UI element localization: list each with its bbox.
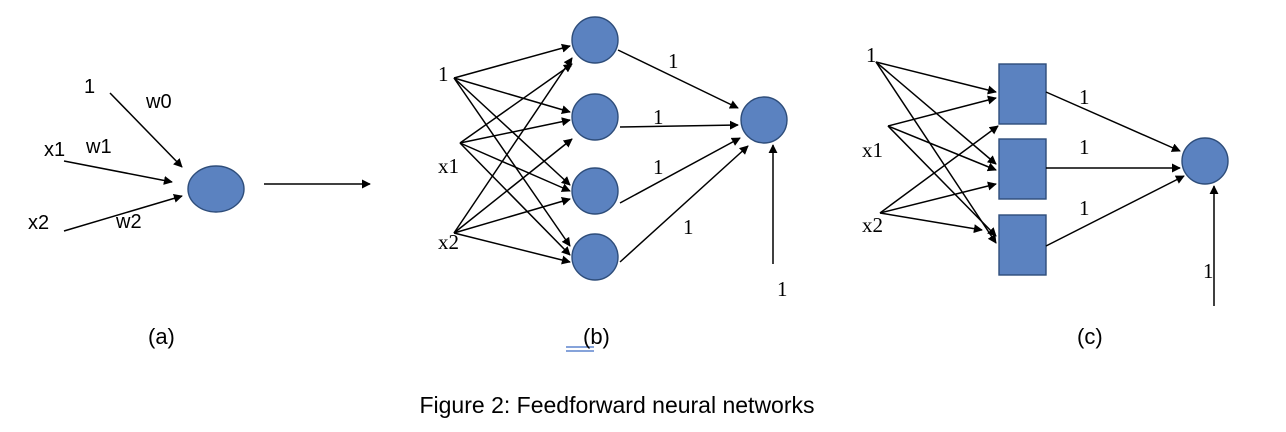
- panel-b-edge-x2-h3: [453, 196, 571, 234]
- panel-b-weight-4: 1: [683, 215, 694, 239]
- panel-c-input-1: 1: [866, 43, 877, 67]
- panel-a-weight-w2: w2: [115, 211, 142, 233]
- panel-a-label: (a): [148, 324, 175, 349]
- panel-c-input-x1: x1: [862, 138, 883, 162]
- panel-b-edge-x2-h4: [453, 232, 571, 265]
- panel-b-edge-h3-out: [619, 137, 741, 204]
- panel-a-edge-w1: [63, 160, 173, 185]
- figure-caption: Figure 2: Feedforward neural networks: [419, 392, 814, 418]
- panel-b-hidden-node-4: [571, 233, 619, 281]
- panel-b-edge-1-h2: [453, 77, 571, 115]
- panel-b-edge-x2-h2: [453, 138, 573, 234]
- panel-a: 1 w0 x1 w1 x2 w2 (a): [28, 76, 371, 349]
- panel-a-edge-w2: [63, 193, 183, 232]
- panel-b-edge-h1-out: [617, 49, 739, 109]
- panel-c-weight-3: 1: [1079, 196, 1090, 220]
- panel-b-edge-1-h4: [453, 77, 571, 247]
- panel-c-hidden-unit-1: [998, 63, 1047, 125]
- panel-b-edge-x1-h1: [459, 63, 573, 144]
- panel-b-weight-3: 1: [653, 155, 664, 179]
- panel-b-hidden-node-2: [571, 93, 619, 141]
- panel-c-edge-x2-h3: [879, 212, 983, 234]
- panel-b-input-1: 1: [438, 62, 449, 86]
- panel-c-edge-x2-h2: [879, 181, 997, 214]
- panel-b-edge-x1-h4: [459, 142, 571, 256]
- panel-b-bias-label: 1: [777, 277, 788, 301]
- panel-b-edge-x1-h2: [459, 117, 571, 144]
- panel-b-weight-2: 1: [653, 105, 664, 129]
- panel-b-edge-x2-h1: [453, 57, 573, 234]
- panel-b-output-node: [740, 96, 788, 144]
- panel-c-bias-label: 1: [1203, 259, 1214, 283]
- panel-a-weight-w1: w1: [85, 136, 112, 158]
- panel-b-edge-x1-h3: [459, 142, 571, 192]
- panel-a-input-1: 1: [84, 76, 95, 98]
- panel-c-input-x2: x2: [862, 213, 883, 237]
- panel-c-edge-1-h1: [875, 61, 997, 95]
- panel-a-edge-w0: [109, 92, 183, 168]
- panel-c-edge-h1-out: [1045, 91, 1181, 152]
- panel-c-hidden-unit-3: [998, 214, 1047, 276]
- panel-b-edge-h2-out: [619, 120, 739, 130]
- panel-c-hidden-unit-2: [998, 138, 1047, 200]
- panel-c-weight-2: 1: [1079, 135, 1090, 159]
- panel-c-label: (c): [1077, 324, 1103, 349]
- panel-b-label: (b): [583, 324, 610, 349]
- panel-c-input-edges: [875, 61, 999, 244]
- panel-b-hidden-node-3: [571, 167, 619, 215]
- panel-b-edge-h4-out: [619, 145, 749, 263]
- panel-c-weight-1: 1: [1079, 85, 1090, 109]
- panel-a-weight-w0: w0: [145, 91, 172, 113]
- panel-a-neuron: [187, 165, 245, 213]
- panel-c-edge-h3-out: [1045, 175, 1185, 247]
- panel-b-weight-1: 1: [668, 49, 679, 73]
- panel-b-input-x1: x1: [438, 154, 459, 178]
- panel-c-edge-x1-h3: [887, 125, 997, 237]
- panel-b-hidden-node-1: [571, 16, 619, 64]
- panel-b: 1 x1 x2 1 1 1 1: [438, 16, 788, 352]
- panel-c-edge-x1-h2: [887, 125, 997, 172]
- panel-c: 1 x1 x2 1 1 1 1 (c): [862, 43, 1229, 349]
- panel-b-input-edges: [453, 43, 573, 265]
- panel-c-edge-x2-h1: [879, 125, 999, 214]
- panel-c-output-node: [1181, 137, 1229, 185]
- panel-a-input-x2: x2: [28, 212, 49, 234]
- panel-b-edge-1-h1: [453, 43, 571, 79]
- panel-a-input-x1: x1: [44, 139, 65, 161]
- panel-c-edge-x1-h1: [887, 95, 997, 127]
- panel-b-input-x2: x2: [438, 230, 459, 254]
- panel-c-edge-1-h3: [875, 61, 997, 244]
